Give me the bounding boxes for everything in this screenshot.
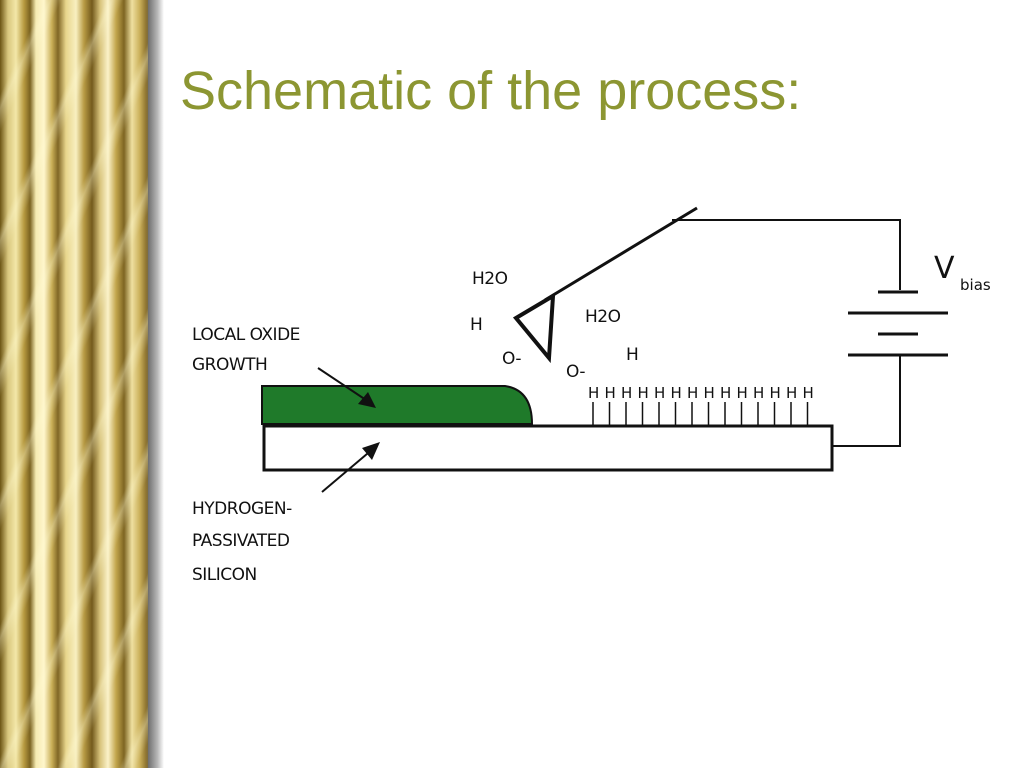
afm-tip — [512, 292, 556, 364]
hydrogen-label-line3: SILICON — [192, 565, 257, 585]
pillar-edge-shadow — [148, 0, 164, 768]
surface-hydrogen-atom: H — [704, 384, 715, 402]
surface-hydrogen-atom: H — [786, 384, 797, 402]
local-oxide-label-line2: GROWTH — [192, 355, 267, 375]
hydrogen-label-right: H — [626, 345, 638, 365]
surface-hydrogen-atom: H — [654, 384, 665, 402]
bias-wire-top — [672, 219, 901, 290]
local-oxide-label-line1: LOCAL OXIDE — [192, 325, 300, 345]
water-label-right: H2O — [585, 307, 621, 327]
water-label-left: H2O — [472, 269, 508, 289]
vbias-label: V — [934, 251, 955, 286]
surface-hydrogen-atom: H — [638, 384, 649, 402]
oxide-arrow-icon — [358, 392, 376, 408]
slide-title: Schematic of the process: — [180, 61, 802, 121]
oxygen-ion-label-left: O- — [502, 349, 521, 369]
surface-hydrogen-atom: H — [753, 384, 764, 402]
bias-wire-bottom — [832, 355, 901, 447]
surface-hydrogen-atom: H — [737, 384, 748, 402]
vbias-subscript: bias — [960, 276, 991, 294]
surface-hydrogen-atom: H — [588, 384, 599, 402]
surface-hydrogen-atom: H — [605, 384, 616, 402]
surface-hydrogen-atom: H — [803, 384, 814, 402]
surface-hydrogen-atom: H — [687, 384, 698, 402]
silicon-arrow-icon — [362, 442, 380, 460]
oxide-layer — [261, 385, 534, 425]
surface-hydrogen-atom: H — [770, 384, 781, 402]
hydrogen-label-line1: HYDROGEN- — [192, 499, 292, 519]
decorative-pillar — [0, 0, 160, 768]
hydrogen-label-line2: PASSIVATED — [192, 531, 290, 551]
surface-hydrogen-atom: H — [720, 384, 731, 402]
silicon-substrate — [262, 424, 834, 472]
hydrogen-label-left: H — [470, 315, 482, 335]
cantilever — [544, 206, 698, 302]
silicon-pointer-line — [321, 447, 375, 493]
surface-hydrogen-atom: H — [621, 384, 632, 402]
oxygen-ion-label-right: O- — [566, 362, 585, 382]
surface-hydrogen-atom: H — [671, 384, 682, 402]
pillar-shine — [0, 0, 148, 768]
battery-icon — [848, 290, 948, 357]
